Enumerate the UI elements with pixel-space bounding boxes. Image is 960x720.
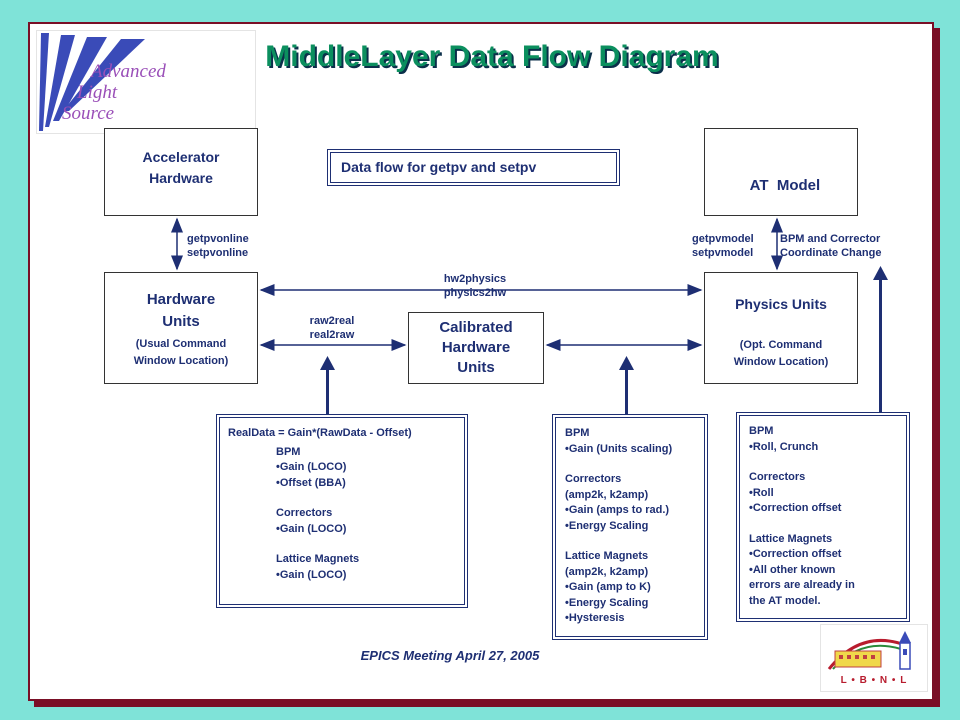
note-middle-line: •Hysteresis (565, 612, 625, 624)
accelerator-hardware-box: Accelerator Hardware (104, 128, 258, 216)
note-model-box: BPM •Roll, Crunch Correctors •Roll •Corr… (736, 412, 910, 622)
label-getpvmodel: getpvmodel (692, 233, 754, 245)
note-left-line: •Gain (LOCO) (276, 461, 347, 473)
note-middle-line: •Energy Scaling (565, 596, 649, 609)
label-hw2physics-group: hw2physics physics2hw (430, 272, 520, 300)
hardware-units-line2: Units (162, 313, 200, 330)
note-right-line: BPM (749, 425, 774, 437)
note-calibration-box: RealData = Gain*(RawData - Offset) BPM •… (216, 414, 468, 608)
note-left-line: Correctors (276, 507, 333, 519)
note-left-line: BPM (276, 445, 301, 458)
note-right-line: Lattice Magnets (749, 532, 833, 545)
note-middle-line: (amp2k, k2amp) (565, 565, 649, 578)
note-middle-line: •Energy Scaling (565, 519, 649, 532)
note-left-line: Lattice Magnets (276, 553, 360, 565)
hardware-units-sub1: (Usual Command (135, 338, 227, 350)
hardware-units-sub2: Window Location) (133, 355, 229, 367)
calibrated-line2: Hardware (441, 339, 511, 356)
note-middle-line: Lattice Magnets (565, 550, 649, 562)
als-logo-icon (39, 33, 145, 131)
subtitle-text: Data flow for getpv and setpv (341, 159, 537, 175)
note-left-line: •Gain (LOCO) (276, 568, 347, 581)
logo-text-advanced: Advanced (91, 61, 166, 82)
label-raw2real-group: raw2real real2raw (300, 314, 364, 342)
label-setpvmodel: setpvmodel (692, 247, 754, 259)
note-right-line: •Correction offset (749, 548, 842, 560)
pointer-left-head (320, 356, 335, 370)
note-middle-line: Correctors (565, 473, 622, 485)
accelerator-hardware-line1: Accelerator (142, 149, 220, 165)
note-right-line: Correctors (749, 471, 806, 483)
note-right-line: •Correction offset (749, 502, 842, 514)
pointer-middle-head (619, 356, 634, 370)
label-setpvonline: setpvonline (187, 247, 249, 259)
note-right-line: •All other known (749, 563, 836, 576)
hardware-units-box: Hardware Units (Usual Command Window Loc… (104, 272, 258, 384)
calibrated-hardware-units-box: Calibrated Hardware Units (408, 312, 544, 384)
accelerator-hardware-line2: Hardware (149, 170, 213, 186)
label-getpvonline: getpvonline (187, 233, 249, 245)
pointer-right-shaft (879, 278, 882, 412)
note-right-line: •Roll, Crunch (749, 440, 819, 453)
at-model-box: AT Model (704, 128, 858, 216)
physics-units-box: Physics Units (Opt. Command Window Locat… (704, 272, 858, 384)
note-middle-line: •Gain (amps to rad.) (565, 504, 670, 516)
pointer-left-shaft (326, 368, 329, 414)
pointer-middle-shaft (625, 368, 628, 414)
subtitle-box: Data flow for getpv and setpv (327, 149, 620, 186)
note-left-header: RealData = Gain*(RawData - Offset) (228, 427, 412, 439)
note-middle-line: BPM (565, 427, 590, 439)
note-middle-line: •Gain (Units scaling) (565, 442, 673, 455)
pointer-right-head (873, 266, 888, 280)
label-raw2real: raw2real (309, 315, 355, 327)
label-coordinate: BPM and Corrector Coordinate Change (780, 232, 881, 260)
lbnl-building-icon (827, 631, 911, 670)
at-model-label: AT Model (749, 177, 821, 194)
logo-text-source: Source (62, 103, 115, 124)
lbnl-logo: L • B • N • L (820, 624, 928, 692)
footer-text: EPICS Meeting April 27, 2005 (360, 648, 540, 663)
label-onl: getpvonline setpvonline (187, 232, 249, 260)
note-units-box: BPM •Gain (Units scaling) Correctors (am… (552, 414, 708, 640)
note-left-line: •Offset (BBA) (276, 476, 346, 489)
note-right-line: •Roll (749, 486, 774, 499)
hardware-units-line1: Hardware (146, 291, 216, 308)
label-physics2hw: physics2hw (443, 287, 507, 299)
label-hw2physics: hw2physics (443, 273, 507, 285)
physics-units-sub2: Window Location) (733, 356, 829, 368)
note-middle-line: (amp2k, k2amp) (565, 488, 649, 501)
page-title: MiddleLayer Data Flow Diagram (265, 40, 719, 73)
label-model: getpvmodel setpvmodel (692, 232, 754, 260)
calibrated-line1: Calibrated (439, 319, 513, 336)
label-coord2: Coordinate Change (780, 247, 882, 259)
lbnl-letters: L • B • N • L (840, 675, 908, 686)
note-right-line: errors are already in (749, 579, 855, 591)
note-right-line: the AT model. (749, 594, 821, 607)
label-real2raw: real2raw (309, 329, 355, 341)
calibrated-line3: Units (457, 359, 495, 376)
label-coord1: BPM and Corrector (780, 233, 881, 245)
physics-units-title: Physics Units (735, 296, 827, 312)
physics-units-sub1: (Opt. Command (739, 339, 823, 351)
note-middle-line: •Gain (amp to K) (565, 581, 651, 593)
note-left-line: •Gain (LOCO) (276, 522, 347, 535)
logo-text-light: Light (77, 82, 118, 103)
